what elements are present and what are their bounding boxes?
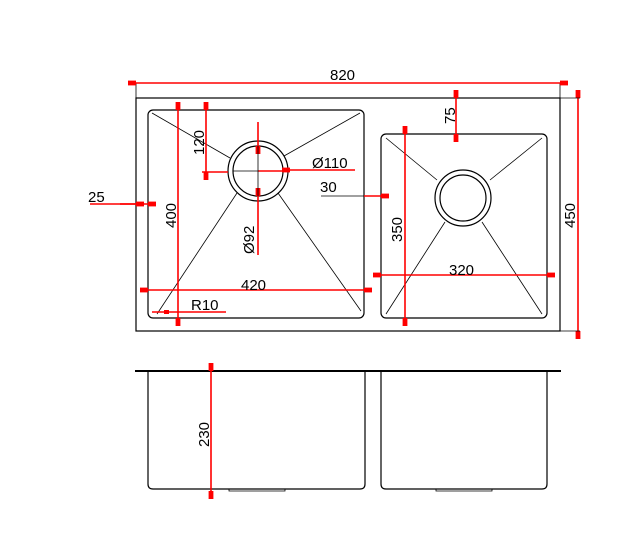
dim-right-bowl-depth: 350 [389,126,408,326]
left-bowl-profile [147,371,366,490]
svg-text:75: 75 [442,107,459,124]
svg-text:Ø110: Ø110 [312,155,348,172]
left-drain-profile [228,489,286,492]
right-bowl-slope-lines [385,137,543,315]
top-view: 820 450 25 400 120 Ø110 [88,67,581,339]
left-bowl [147,109,365,319]
dim-bowl-gap: 30 [320,179,389,199]
svg-text:Ø92: Ø92 [241,226,258,254]
dim-drain-offset: 120 [191,102,228,180]
svg-text:400: 400 [163,203,180,228]
svg-text:120: 120 [191,130,208,155]
svg-text:30: 30 [320,179,337,196]
svg-text:R10: R10 [191,297,219,314]
dim-left-bowl-width: 420 [140,277,372,294]
right-drain-profile [435,489,493,492]
dim-overall-width: 820 [128,67,568,86]
right-drain-inner [439,174,487,222]
dim-left-offset: 25 [88,189,156,207]
svg-text:320: 320 [449,262,474,279]
right-bowl-profile [380,371,548,490]
right-drain-outer [434,169,492,227]
right-bowl [380,133,548,319]
dim-drain-outer: Ø110 [233,155,355,173]
svg-text:230: 230 [196,422,213,447]
side-view: 230 [135,363,561,499]
dim-left-bowl-depth: 400 [163,102,181,326]
dim-right-bowl-offset: 75 [442,90,459,142]
svg-text:820: 820 [330,67,355,84]
svg-text:450: 450 [562,203,579,228]
dim-corner-radius: R10 [152,297,226,314]
countertop-outline [135,97,561,332]
dim-bowl-height: 230 [196,363,214,499]
svg-text:25: 25 [88,189,105,206]
svg-text:350: 350 [389,217,406,242]
svg-text:420: 420 [241,277,266,294]
dim-overall-depth: 450 [560,90,581,339]
dim-drain-inner: Ø92 [241,122,261,255]
dim-right-bowl-width: 320 [373,262,555,279]
